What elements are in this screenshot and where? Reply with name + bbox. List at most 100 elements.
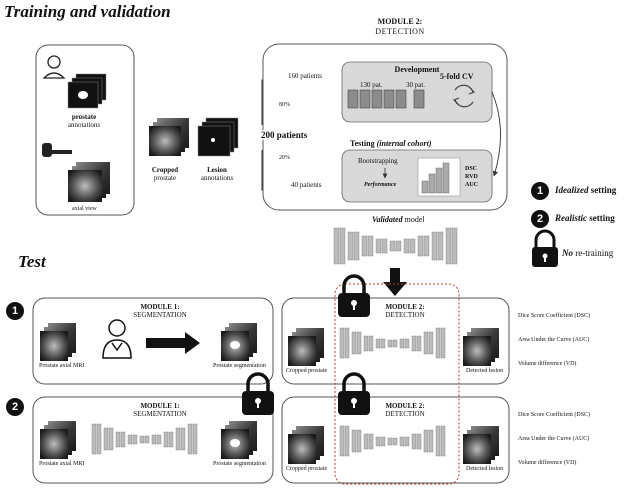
row1-lock-icon xyxy=(338,274,370,317)
legend-no-retraining: No re-training xyxy=(562,248,613,258)
row2-m2-title: MODULE 2: xyxy=(385,402,425,410)
development-label: Development xyxy=(394,65,440,74)
prostate-annotation-stack xyxy=(67,73,107,109)
module2-top-subtitle: DETECTION xyxy=(375,27,425,36)
lock-legend-icon xyxy=(532,229,558,267)
mri-scanner-icon xyxy=(42,143,72,157)
row1-detection-network xyxy=(339,327,446,359)
legend-idealized: Idealized setting xyxy=(555,185,616,195)
pat130-label: 130 pat. xyxy=(360,81,383,89)
row2-segmentation-network xyxy=(91,423,198,455)
prostate-label-rest: annotations xyxy=(67,121,101,129)
legend-idealized-rest: setting xyxy=(590,185,617,195)
row2-metric-vd: Volume difference (VD) xyxy=(518,460,577,466)
testing-label-italic: (internal cohort) xyxy=(376,139,432,148)
row1-metric-vd: Volume difference (VD) xyxy=(518,361,577,367)
axial-view-label: axial view xyxy=(72,206,97,212)
training-section-title: Training and validation xyxy=(4,2,171,21)
legend-badge-2: 2 xyxy=(531,210,549,228)
patients-160-label: 160 patients xyxy=(288,72,323,80)
row2-cropped-stack xyxy=(288,426,324,464)
row2-prostate-seg-label: Prostate segmentation xyxy=(213,461,266,467)
metric-auc: AUC xyxy=(465,182,478,188)
cv-label: 5-fold CV xyxy=(440,72,474,81)
legend-realistic: Realistic setting xyxy=(555,213,615,223)
row2-detection-network xyxy=(339,425,446,457)
row1-m1-subtitle: SEGMENTATION xyxy=(133,311,187,319)
bootstrapping-label: Bootstrapping xyxy=(358,157,398,165)
legend-realistic-rest: setting xyxy=(589,213,615,223)
row2-module1-lock-icon xyxy=(242,372,274,415)
split-80-label: 80% xyxy=(279,102,290,108)
row1-metric-dsc: Dice Score Coefficient (DSC) xyxy=(518,313,591,319)
cropped-prostate-label: Cropped prostate xyxy=(145,166,185,182)
row2-mri-stack xyxy=(40,421,76,459)
legend-no-rest: re-training xyxy=(575,248,614,258)
row1-prostate-mri-label: Prostate axial MRI xyxy=(39,363,85,369)
validated-rest: model xyxy=(404,215,425,224)
testing-label-bold: Testing xyxy=(350,139,375,148)
doctor-icon xyxy=(42,55,66,79)
row1-badge: 1 xyxy=(6,302,24,320)
manual-segmentation-arrow xyxy=(146,332,200,354)
pat30-label: 30 pat. xyxy=(406,81,426,89)
patients-total-label: 200 patients xyxy=(260,130,309,140)
lesion-label-rest: annotations xyxy=(200,174,234,182)
metrics-list: DSC RVD AUC xyxy=(465,165,478,189)
row1-metric-auc: Area Under the Curve (AUC) xyxy=(518,337,590,343)
row1-m1-title: MODULE 1: xyxy=(140,303,180,311)
performance-label: Performance xyxy=(364,182,397,188)
row1-prostate-seg-label: Prostate segmentation xyxy=(213,363,266,369)
module2-top-title: MODULE 2: xyxy=(377,17,423,26)
metric-rvd: RVD xyxy=(465,174,478,180)
patients-40-label: 40 patients xyxy=(291,181,322,189)
row2-seg-stack xyxy=(221,421,257,459)
row1-m2-subtitle: DETECTION xyxy=(385,311,425,319)
row2-lesion-stack xyxy=(463,426,499,464)
detection-highlight-box xyxy=(334,283,460,485)
legend-no-italic: No xyxy=(562,248,573,258)
axial-view-stack xyxy=(68,162,110,202)
legend-idealized-italic: Idealized xyxy=(555,185,589,195)
row2-cropped-label: Cropped prostate xyxy=(286,466,328,472)
prostate-label-bold: prostate xyxy=(71,113,97,121)
row2-m2-subtitle: DETECTION xyxy=(385,410,425,418)
row1-mri-stack xyxy=(40,323,76,361)
row1-detected-label: Detected lesion xyxy=(466,368,504,374)
prostate-annotations-label: prostate annotations xyxy=(62,113,106,129)
cropped-label-bold: Cropped xyxy=(151,166,179,174)
performance-bar-chart xyxy=(417,157,461,197)
lesion-label-bold: Lesion xyxy=(207,166,227,174)
lesion-annotations-label: Lesion annotations xyxy=(195,166,239,182)
dev-to-test-arrow xyxy=(491,91,501,177)
row2-badge: 2 xyxy=(6,398,24,416)
cycle-icon xyxy=(452,84,476,108)
split-20-label: 20% xyxy=(279,155,290,161)
legend-badge-1: 1 xyxy=(531,182,549,200)
validated-model-label: Validated model xyxy=(372,215,425,224)
row2-metric-auc: Area Under the Curve (AUC) xyxy=(518,436,590,442)
row2-m1-subtitle: SEGMENTATION xyxy=(133,410,187,418)
legend-realistic-italic: Realistic xyxy=(555,213,587,223)
row2-metric-dsc: Dice Score Coefficient (DSC) xyxy=(518,412,591,418)
row1-cropped-label: Cropped prostate xyxy=(286,368,328,374)
metric-dsc: DSC xyxy=(465,166,478,172)
cropped-prostate-stack xyxy=(149,118,189,156)
deploy-down-arrow xyxy=(383,268,407,296)
validated-model-network xyxy=(333,227,458,265)
row2-prostate-mri-label: Prostate axial MRI xyxy=(39,461,85,467)
row1-seg-stack xyxy=(221,323,257,361)
row2-detected-label: Detected lesion xyxy=(466,466,504,472)
radiologist-icon xyxy=(102,319,132,359)
test-section-title: Test xyxy=(18,252,46,271)
cropped-label-rest: prostate xyxy=(153,174,177,182)
row1-lesion-stack xyxy=(463,328,499,366)
row2-module2-lock-icon xyxy=(338,372,370,415)
lesion-annotation-stack xyxy=(197,117,239,157)
testing-label: Testing (internal cohort) xyxy=(350,139,432,148)
row1-m2-title: MODULE 2: xyxy=(385,303,425,311)
row2-m1-title: MODULE 1: xyxy=(140,402,180,410)
row1-cropped-stack xyxy=(288,328,324,366)
